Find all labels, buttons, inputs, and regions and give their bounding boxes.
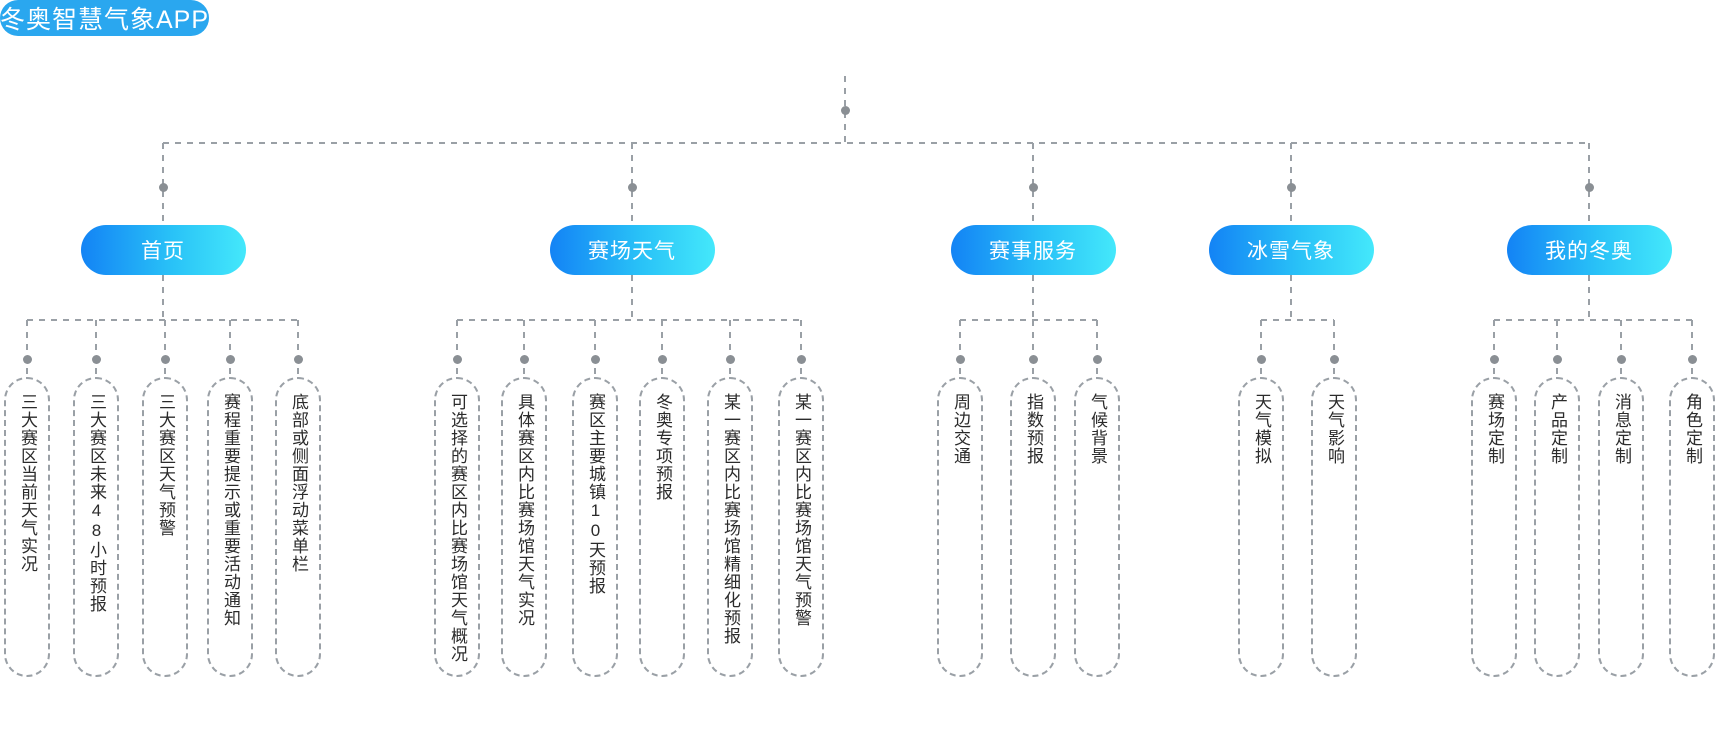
- level2-node-label: 赛事服务: [989, 240, 1077, 263]
- connector-dot: [1256, 354, 1266, 364]
- leaf-node-2-5[interactable]: 某一赛区内比赛场馆精细化预报: [707, 377, 753, 677]
- leaf-node-label: 三大赛区未来48小时预报: [87, 393, 107, 613]
- level2-node-label: 赛场天气: [588, 240, 676, 263]
- leaf-node-5-1[interactable]: 赛场定制: [1471, 377, 1517, 677]
- leaf-node-label: 气候背景: [1088, 393, 1108, 465]
- connector-dot: [590, 354, 600, 364]
- root-node-winter-olympics-app[interactable]: 冬奥智慧气象APP: [0, 0, 210, 36]
- connector-dot: [955, 354, 965, 364]
- connector-dot: [840, 105, 850, 115]
- leaf-node-label: 具体赛区内比赛场馆天气实况: [515, 393, 535, 627]
- leaf-node-2-1[interactable]: 可选择的赛区内比赛场馆天气概况: [434, 377, 480, 677]
- leaf-node-label: 天气影响: [1325, 393, 1345, 465]
- leaf-node-5-4[interactable]: 角色定制: [1669, 377, 1715, 677]
- leaf-node-1-1[interactable]: 三大赛区当前天气实况: [4, 377, 50, 677]
- connector-dot: [796, 354, 806, 364]
- connector-dot: [293, 354, 303, 364]
- level2-node-3[interactable]: 赛事服务: [950, 225, 1116, 275]
- leaf-node-label: 底部或侧面浮动菜单栏: [289, 393, 309, 573]
- leaf-node-label: 三大赛区当前天气实况: [18, 393, 38, 573]
- root-node-label: 冬奥智慧气象APP: [0, 6, 210, 34]
- connector-dot: [1552, 354, 1562, 364]
- connector-dot: [1489, 354, 1499, 364]
- connector-dot: [1616, 354, 1626, 364]
- leaf-node-label: 某一赛区内比赛场馆天气预警: [792, 393, 812, 627]
- level2-node-2[interactable]: 赛场天气: [549, 225, 715, 275]
- leaf-node-3-2[interactable]: 指数预报: [1010, 377, 1056, 677]
- connector-dot: [452, 354, 462, 364]
- connector-dot: [657, 354, 667, 364]
- leaf-node-label: 三大赛区天气预警: [156, 393, 176, 537]
- leaf-node-label: 消息定制: [1612, 393, 1632, 465]
- leaf-node-5-3[interactable]: 消息定制: [1598, 377, 1644, 677]
- leaf-node-3-3[interactable]: 气候背景: [1074, 377, 1120, 677]
- level2-node-label: 冰雪气象: [1247, 240, 1335, 263]
- leaf-node-label: 可选择的赛区内比赛场馆天气概况: [448, 393, 468, 663]
- connector-dot: [160, 354, 170, 364]
- level2-node-5[interactable]: 我的冬奥: [1506, 225, 1672, 275]
- leaf-node-4-2[interactable]: 天气影响: [1311, 377, 1357, 677]
- leaf-node-1-3[interactable]: 三大赛区天气预警: [142, 377, 188, 677]
- leaf-node-label: 赛程重要提示或重要活动通知: [221, 393, 241, 627]
- leaf-node-2-6[interactable]: 某一赛区内比赛场馆天气预警: [778, 377, 824, 677]
- connector-dot: [1687, 354, 1697, 364]
- connector-dot: [627, 182, 637, 192]
- connector-dot: [1092, 354, 1102, 364]
- connector-dot: [22, 354, 32, 364]
- leaf-node-label: 指数预报: [1024, 393, 1044, 465]
- leaf-node-label: 冬奥专项预报: [653, 393, 673, 501]
- leaf-node-1-5[interactable]: 底部或侧面浮动菜单栏: [275, 377, 321, 677]
- leaf-node-5-2[interactable]: 产品定制: [1534, 377, 1580, 677]
- connector-dot: [91, 354, 101, 364]
- leaf-node-label: 周边交通: [951, 393, 971, 465]
- connector-dot: [519, 354, 529, 364]
- leaf-node-2-2[interactable]: 具体赛区内比赛场馆天气实况: [501, 377, 547, 677]
- connector-dot: [1584, 182, 1594, 192]
- connector-dot: [725, 354, 735, 364]
- leaf-node-2-3[interactable]: 赛区主要城镇10天预报: [572, 377, 618, 677]
- connector-dot: [1028, 354, 1038, 364]
- leaf-node-2-4[interactable]: 冬奥专项预报: [639, 377, 685, 677]
- leaf-node-1-2[interactable]: 三大赛区未来48小时预报: [73, 377, 119, 677]
- leaf-node-label: 赛场定制: [1485, 393, 1505, 465]
- connector-dot: [1028, 182, 1038, 192]
- connector-dot: [1329, 354, 1339, 364]
- connector-dot: [158, 182, 168, 192]
- level2-node-label: 首页: [141, 240, 185, 263]
- leaf-node-label: 产品定制: [1548, 393, 1568, 465]
- level2-node-4[interactable]: 冰雪气象: [1208, 225, 1374, 275]
- connector-dot: [1286, 182, 1296, 192]
- leaf-node-label: 天气模拟: [1252, 393, 1272, 465]
- leaf-node-3-1[interactable]: 周边交通: [937, 377, 983, 677]
- leaf-node-4-1[interactable]: 天气模拟: [1238, 377, 1284, 677]
- connector-dot: [225, 354, 235, 364]
- leaf-node-1-4[interactable]: 赛程重要提示或重要活动通知: [207, 377, 253, 677]
- leaf-node-label: 赛区主要城镇10天预报: [586, 393, 606, 595]
- level2-node-1[interactable]: 首页: [80, 225, 246, 275]
- leaf-node-label: 角色定制: [1683, 393, 1703, 465]
- leaf-node-label: 某一赛区内比赛场馆精细化预报: [721, 393, 741, 645]
- level2-node-label: 我的冬奥: [1545, 240, 1633, 263]
